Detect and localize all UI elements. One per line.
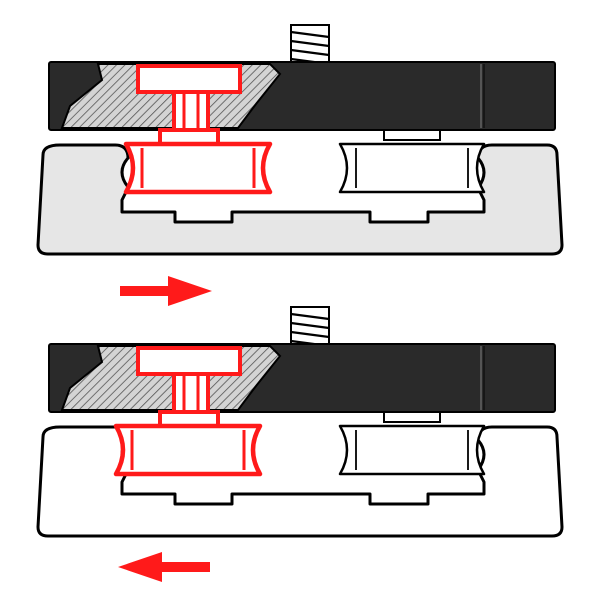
arrow-right-icon — [120, 276, 212, 306]
roller-left-red — [123, 141, 273, 195]
rail-top — [36, 143, 564, 256]
arrow-left-icon — [118, 552, 210, 582]
panel-top — [36, 23, 564, 306]
roller-right — [338, 424, 486, 476]
roller-left-red — [113, 423, 263, 477]
panel-bottom — [36, 305, 564, 582]
roller-right — [338, 142, 486, 194]
rail-bottom — [36, 425, 564, 538]
